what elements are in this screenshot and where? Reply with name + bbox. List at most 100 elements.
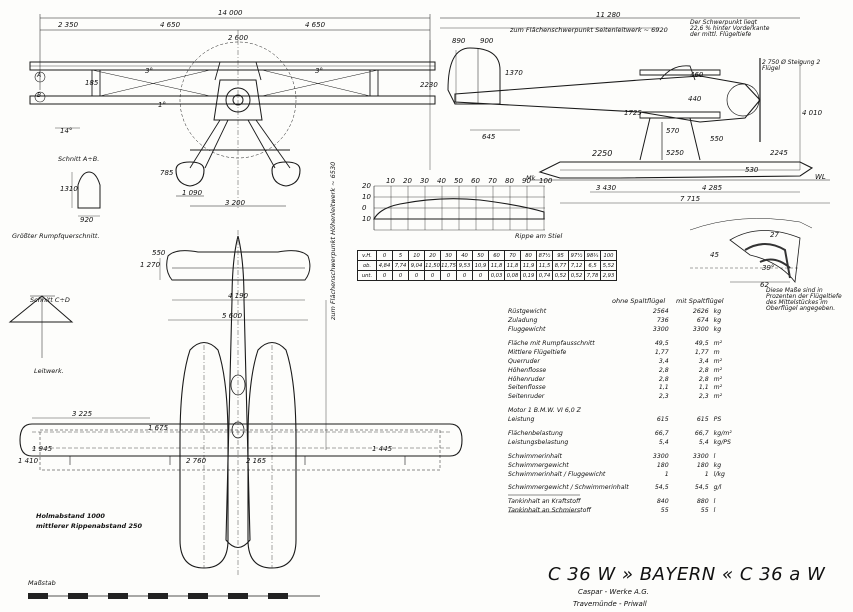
span-dim: 14 000 [218,9,243,17]
spec-unit: l [713,507,716,515]
spec-unit: PS [713,416,722,424]
dim-4010: 4 010 [802,109,823,117]
dim-small: 14° [60,127,73,135]
spec-name: Leistungsbelastung [508,438,569,446]
spec-value-with-slat: 5,4 [698,438,709,446]
spec-name: Fläche mit Rumpfausschnitt [508,340,595,348]
spec-name: Schwimmergewicht / Schwimmerinhalt [508,484,629,492]
spec-row: Motor 1 B.M.W. VI 6,0 Z [508,407,744,416]
profile-cell: 95 [552,250,569,261]
profile-y-tick: 0 [362,204,367,212]
manufacturer: Caspar - Werke A.G. [578,588,649,596]
marker-a: A [37,72,42,79]
dim-570: 570 [666,127,680,135]
profile-cell: 0 [456,270,473,281]
spec-value-with-slat: 55 [700,507,709,515]
dim-1270: 1 270 [140,261,161,269]
profile-cell: 2,93 [600,270,617,281]
spec-value-with-slat: 54,5 [694,484,709,492]
detail-dim-45: 45 [710,251,719,259]
spec-underlines [508,494,580,513]
spec-value-without-slat: 3,4 [658,357,669,365]
spec-value-with-slat: 880 [696,498,709,506]
side-length: 11 280 [596,11,621,19]
location: Travemünde - Priwall [573,600,647,608]
dim-center: 2 600 [228,34,249,42]
spec-value-with-slat: 2626 [692,308,709,316]
prop-note: 2 750 Ø Steigung 2 Flügel [762,59,821,72]
spec-name: Seitenflosse [508,384,546,392]
profile-x-tick: 70 [488,177,497,185]
spec-value-with-slat: 2,8 [698,366,709,374]
spec-value-with-slat: 674 [696,317,709,325]
spec-value-with-slat: 3300 [692,452,709,460]
spec-value-without-slat: 66,7 [654,430,669,438]
profile-cell: 6,5 [584,260,601,271]
profile-cell: 11,8 [488,260,505,271]
profile-cell: 11,5 [536,260,553,271]
spec-unit: kg [713,308,722,316]
spec-name: Höhenflosse [508,366,547,374]
plan-view [8,230,463,599]
tail-label: Leitwerk. [34,367,64,375]
spec-name: Schwimmerinhalt / Fluggewicht [508,470,606,478]
profile-cell: 0,08 [504,270,521,281]
dim-1445: 1 445 [372,445,393,453]
profile-cell: 7,78 [584,270,601,281]
spec-value-with-slat: 615 [696,416,709,424]
profile-cell: 0 [424,270,441,281]
dim-3225: 3 225 [72,410,93,418]
profile-x-tick: 90 [522,177,531,185]
spec-value-with-slat: 3,4 [698,357,709,365]
profile-cell: 4,84 [376,260,393,271]
rib-note-2: mittlerer Rippenabstand 250 [36,522,143,530]
spec-value-with-slat: 2,8 [698,375,709,383]
profile-cell: 50 [472,250,489,261]
dim-2760: 2 760 [186,457,207,465]
profile-cell: 0 [392,270,409,281]
spec-unit: m² [713,393,723,401]
angle-a: 3° [145,67,153,75]
spec-unit: m² [713,357,723,365]
spec-name: Tankinhalt an Kraftstoff [508,498,581,506]
dim-5250: 5250 [666,149,684,157]
spec-col2-header: mit Spaltflügel [676,297,724,305]
dim-440: 440 [688,95,702,103]
profile-y-tick: 10 [362,193,371,201]
float-width: 1 090 [182,189,203,197]
float-height: 785 [160,169,174,177]
spec-value-without-slat: 5,4 [658,438,669,446]
spec-unit: m [713,348,720,356]
profile-y-tick: 10 [362,215,371,223]
spec-value-without-slat [629,407,669,416]
profile-x-tick: 100 [539,177,553,185]
dim-2230: 2230 [420,81,438,89]
profile-cell: 10 [408,250,425,261]
spec-unit: kg/m² [713,430,732,438]
profile-cell: 7,74 [392,260,409,271]
section-cd-label: Schnitt C÷D [30,296,70,304]
dim-2165: 2 165 [246,457,267,465]
dim-1410: 1 410 [18,457,39,465]
spec-name: Tankinhalt an Schmierstoff [508,507,591,515]
spec-name: Querruder [508,357,540,365]
spec-value-without-slat: 2,8 [658,375,669,383]
spec-row: Querruder 3,4 3,4 m² [508,357,744,366]
profile-cell: 40 [456,250,473,261]
front-view [29,14,436,217]
spec-name: Leistung [508,416,535,424]
profile-cell: 30 [440,250,457,261]
profile-cell: 11,75 [440,260,457,271]
profile-x-tick: 10 [386,177,395,185]
waterline-label: WL [815,173,826,181]
